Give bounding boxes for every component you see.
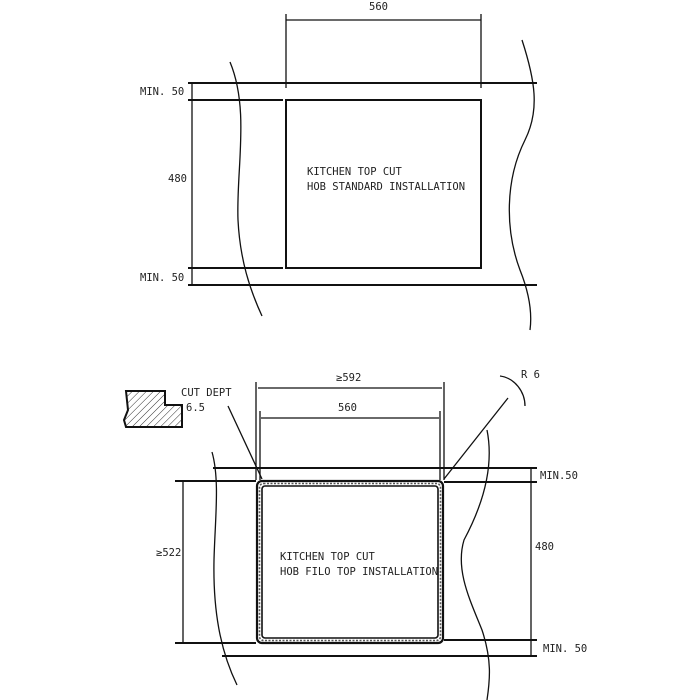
margin-bottom-label: MIN. 50 [140,272,184,284]
break-line-left [229,61,263,317]
outer-width-label: ≥592 [336,372,361,384]
filo-top-installation-drawing: CUT DEPT 6.5 ≥592 560 R 6 ≥522 480 MIN.5… [122,369,587,700]
title-line1: KITCHEN TOP CUT [280,551,376,563]
cutout-hatch-band [258,482,442,642]
cut-depth-profile [122,390,183,428]
outer-height-label: ≥522 [156,547,181,559]
cutout-rectangle [285,99,482,269]
title-line2: HOB FILO TOP INSTALLATION [280,566,438,578]
title-line1: KITCHEN TOP CUT [307,166,403,178]
title-line2: HOB STANDARD INSTALLATION [307,181,465,193]
width-label: 560 [369,1,388,13]
break-line-right [508,39,535,331]
cutout-outer-rectangle [255,479,445,645]
break-line-left [211,451,238,686]
inner-width-label: 560 [338,402,357,414]
inner-height-label: 480 [535,541,554,553]
cut-depth-value: 6.5 [186,402,205,414]
radius-label: R 6 [521,369,540,381]
margin-top-label: MIN.50 [540,470,578,482]
margin-top-label: MIN. 50 [140,86,184,98]
height-label: 480 [168,173,187,185]
cut-depth-label: CUT DEPT [181,387,232,399]
standard-installation-drawing: 560 MIN. 50 480 MIN. 50 KITCHEN TOP CUT … [140,1,537,331]
margin-bottom-label: MIN. 50 [543,643,587,655]
radius-arc [499,375,526,407]
cutout-inner-rectangle [261,485,439,639]
break-line-right [460,429,491,700]
radius-leader [443,397,509,480]
